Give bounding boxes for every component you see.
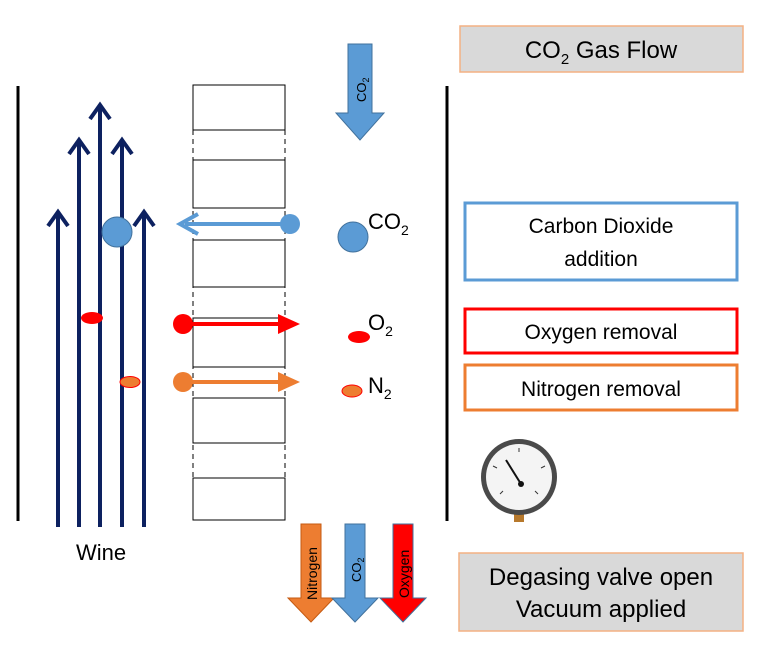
- o2-label: O2: [368, 310, 393, 339]
- oxygen-molecule: [348, 331, 370, 343]
- wine-flow-arrows: [46, 101, 156, 527]
- nitrogen-bubble-in-wine: [119, 376, 141, 388]
- svg-text:Oxygen: Oxygen: [396, 550, 412, 598]
- n2-label: N2: [368, 373, 392, 402]
- svg-text:Nitrogen removal: Nitrogen removal: [521, 378, 681, 401]
- oxygen-transfer-arrow: [173, 314, 300, 334]
- svg-text:CO2: CO2: [349, 557, 366, 582]
- svg-text:Nitrogen: Nitrogen: [304, 547, 320, 600]
- title-box: CO2 Gas Flow: [459, 25, 744, 73]
- co2-molecule: [337, 221, 369, 253]
- oxygen-outflow-arrow: Oxygen: [378, 523, 428, 623]
- co2-inflow-arrow: CO2: [334, 43, 386, 141]
- co2-outflow-arrow: CO2: [330, 523, 380, 623]
- legend-co2-addition: Carbon Dioxide addition: [463, 201, 739, 282]
- wine-arrow: [46, 208, 70, 527]
- svg-text:addition: addition: [564, 248, 638, 271]
- svg-text:Degasing valve open: Degasing valve open: [489, 564, 713, 591]
- oxygen-bubble-in-wine: [81, 312, 103, 324]
- nitrogen-outflow-arrow: Nitrogen: [286, 523, 336, 623]
- svg-text:Vacuum applied: Vacuum applied: [516, 596, 686, 623]
- nitrogen-transfer-arrow: [173, 372, 300, 392]
- wine-arrow: [132, 208, 156, 527]
- wine-arrow: [67, 136, 91, 527]
- legend-nitrogen-removal: Nitrogen removal: [463, 363, 739, 412]
- pressure-gauge-icon: [481, 439, 557, 522]
- co2-bubble-in-wine: [101, 216, 133, 248]
- svg-text:CO2 Gas Flow: CO2 Gas Flow: [525, 37, 678, 68]
- legend-oxygen-removal: Oxygen removal: [463, 307, 739, 355]
- svg-text:CO2: CO2: [354, 77, 371, 102]
- degassing-valve-box: Degasing valve open Vacuum applied: [458, 552, 744, 632]
- wine-arrow: [110, 136, 134, 527]
- svg-text:Carbon Dioxide: Carbon Dioxide: [529, 215, 674, 238]
- nitrogen-molecule: [341, 384, 363, 398]
- svg-text:Oxygen removal: Oxygen removal: [525, 321, 678, 344]
- wine-label: Wine: [76, 540, 126, 565]
- co2-transfer-arrow: [175, 212, 300, 236]
- co2-label: CO2: [368, 209, 409, 238]
- membrane: [192, 84, 286, 521]
